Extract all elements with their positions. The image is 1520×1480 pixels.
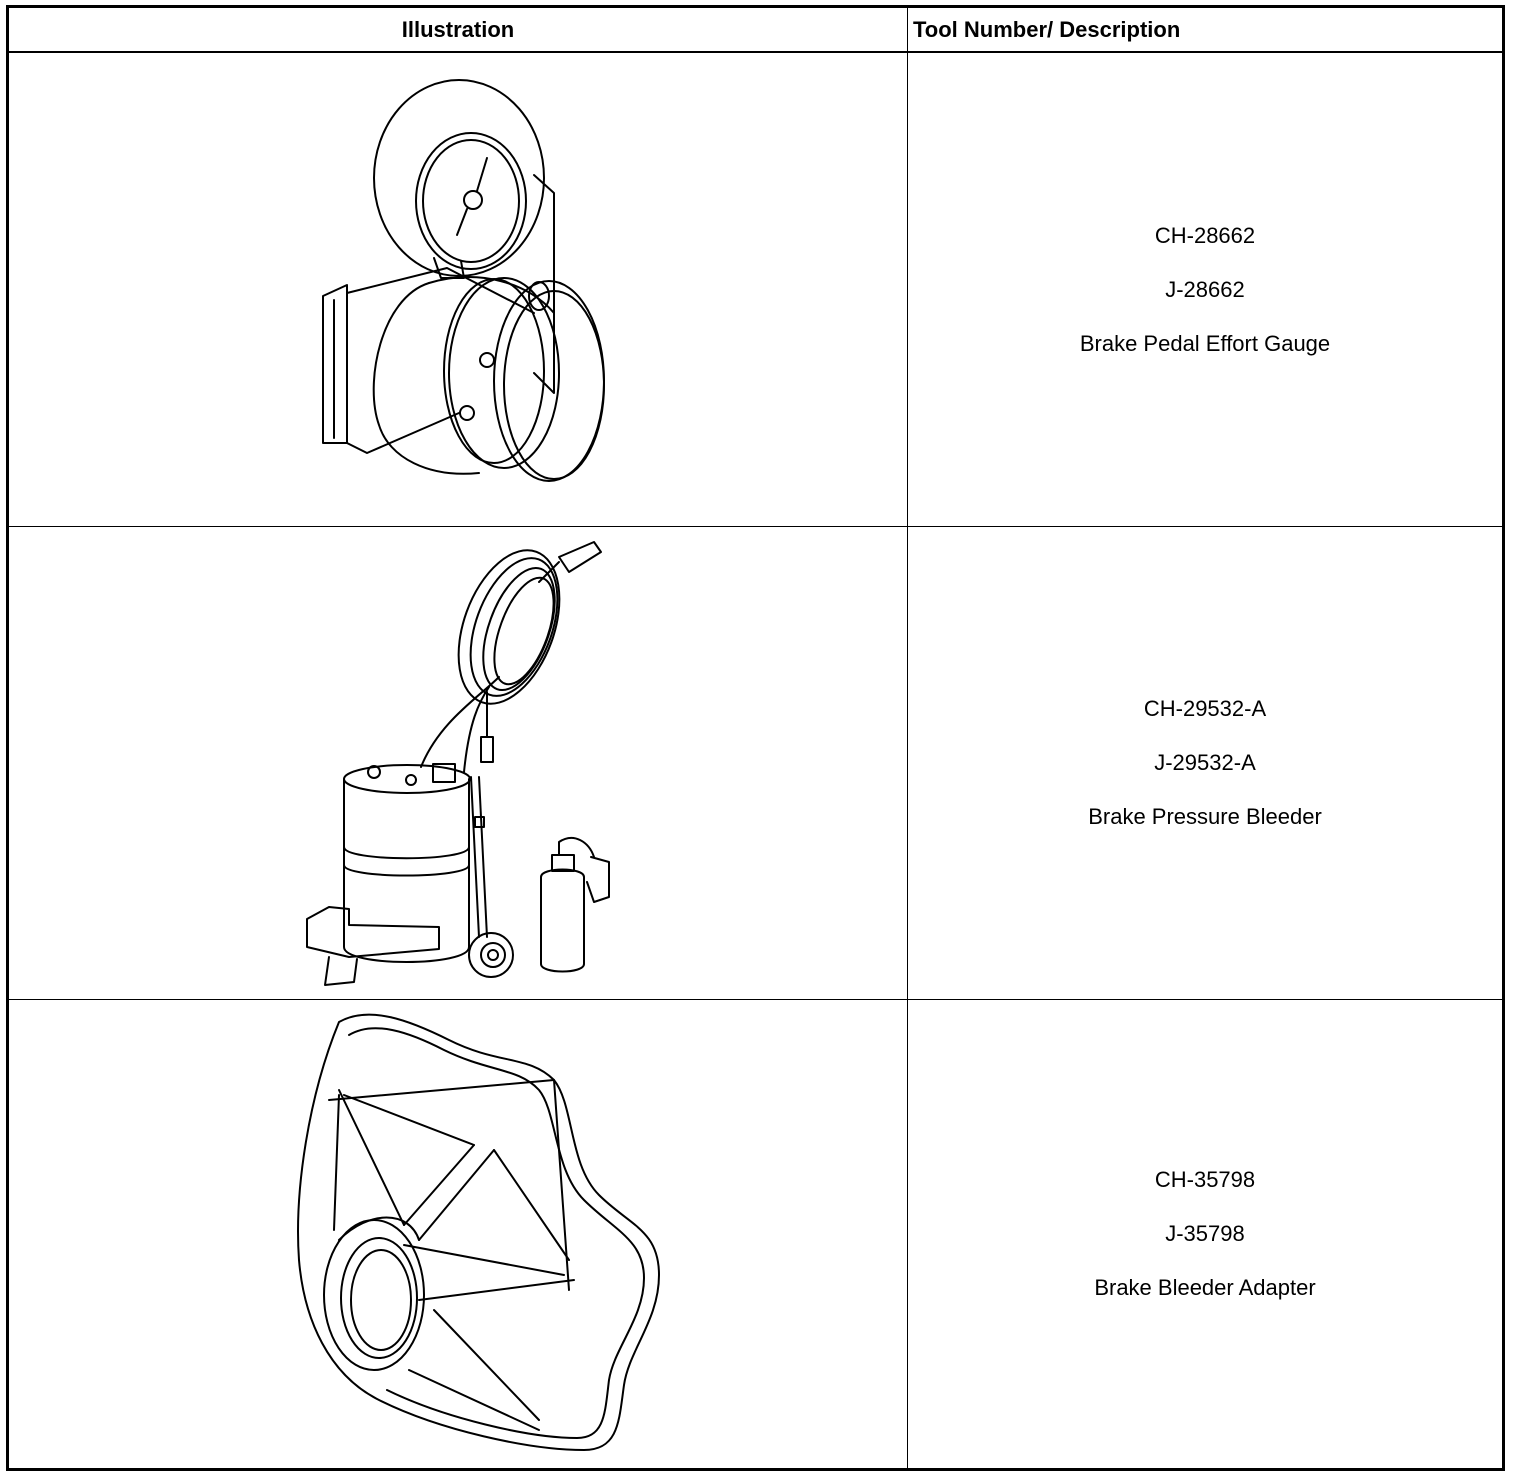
table-row: CH-28662 J-28662 Brake Pedal Effort Gaug…	[9, 53, 1502, 527]
tool-number-j: J-28662	[1165, 276, 1245, 302]
description-cell: CH-28662 J-28662 Brake Pedal Effort Gaug…	[908, 53, 1502, 526]
tool-table: Illustration Tool Number/ Description	[6, 5, 1505, 1471]
tool-description: Brake Bleeder Adapter	[1094, 1275, 1316, 1300]
table-row: CH-29532-A J-29532-A Brake Pressure Blee…	[9, 527, 1502, 1000]
tool-number-ch: CH-28662	[1154, 222, 1256, 248]
description-cell: CH-29532-A J-29532-A Brake Pressure Blee…	[908, 527, 1502, 999]
tool-number-ch: CH-29532-A	[1143, 696, 1267, 721]
header-illustration: Illustration	[401, 17, 515, 42]
brake-pedal-effort-gauge-icon	[322, 79, 605, 482]
tool-description: Brake Pressure Bleeder	[1088, 804, 1322, 829]
tool-number-ch: CH-35798	[1154, 1167, 1256, 1192]
illustration-cell	[9, 527, 907, 999]
header-tool-number-description: Tool Number/ Description	[913, 17, 1181, 42]
tool-number-j: J-35798	[1165, 1221, 1245, 1246]
column-divider	[907, 8, 908, 1468]
brake-pressure-bleeder-icon	[306, 541, 610, 986]
table-row: CH-35798 J-35798 Brake Bleeder Adapter	[9, 1000, 1502, 1468]
table-header: Illustration Tool Number/ Description	[9, 8, 1502, 53]
tool-number-j: J-29532-A	[1154, 750, 1256, 775]
illustration-cell	[9, 53, 907, 526]
tool-description: Brake Pedal Effort Gauge	[1079, 330, 1331, 356]
brake-bleeder-adapter-icon	[297, 1013, 660, 1451]
illustration-cell	[9, 1000, 907, 1468]
description-cell: CH-35798 J-35798 Brake Bleeder Adapter	[908, 1000, 1502, 1468]
